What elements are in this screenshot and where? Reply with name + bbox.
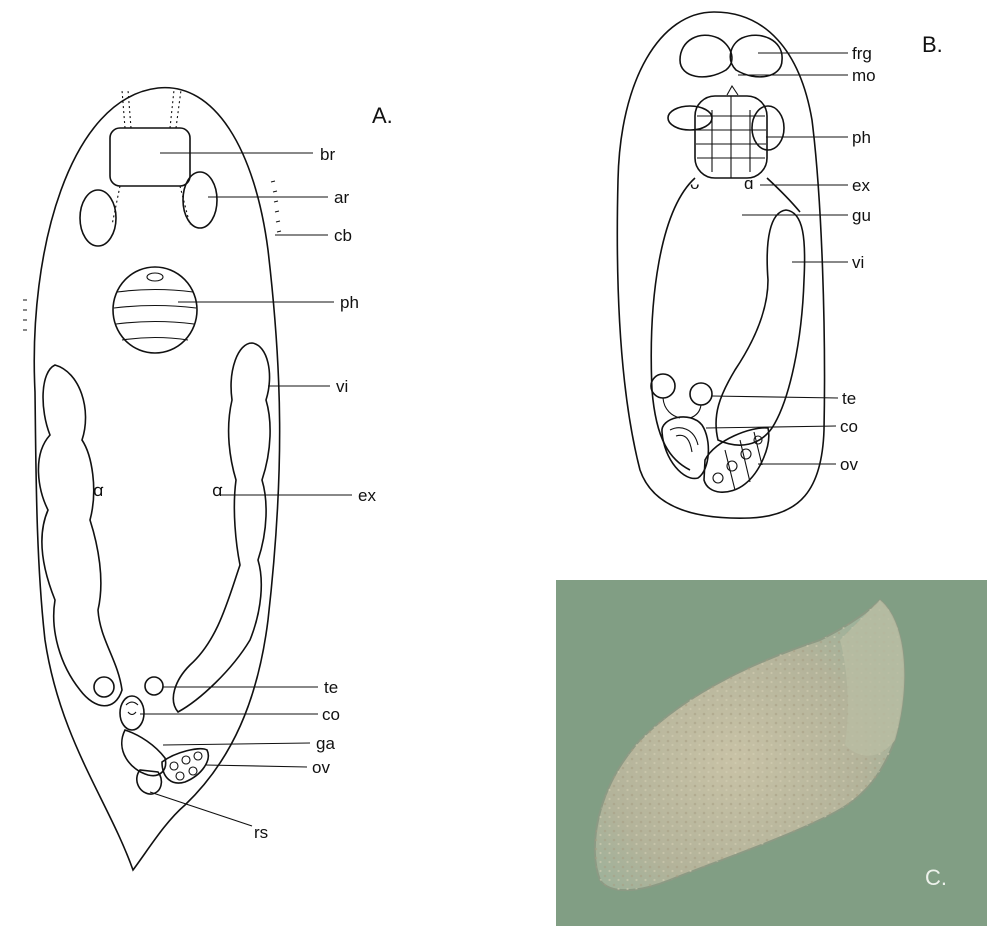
label-ov: ov <box>312 758 330 777</box>
panel-a-body-outline <box>34 88 279 870</box>
panel-a-excretory-pore-left: ꭤ <box>93 481 104 500</box>
label-ex-b: ex <box>852 176 870 195</box>
panel-c-label: C. <box>925 865 947 890</box>
label-frg: frg <box>852 44 872 63</box>
panel-b-mouth <box>727 86 738 95</box>
panel-a-vitellarium-right <box>173 343 270 712</box>
panel-a-adhesive-right <box>183 172 217 228</box>
panel-b-frontal-gland-right <box>730 35 782 77</box>
label-cb: cb <box>334 226 352 245</box>
label-mo: mo <box>852 66 876 85</box>
label-te: te <box>324 678 338 697</box>
label-co-b: co <box>840 417 858 436</box>
label-ph-b: ph <box>852 128 871 147</box>
panel-a-brain <box>110 128 190 186</box>
panel-a-testis-right <box>145 677 163 695</box>
panel-a-receptaculum <box>137 770 162 794</box>
panel-a-vitellarium-left <box>38 365 122 706</box>
label-br: br <box>320 145 335 164</box>
label-gu: gu <box>852 206 871 225</box>
panel-b-label: B. <box>922 32 943 57</box>
panel-a-adhesive-left <box>80 190 116 246</box>
panel-a-copulatory-stylet <box>126 702 138 715</box>
panel-b-vitellarium <box>716 210 805 445</box>
panel-b-ovary <box>704 428 769 492</box>
panel-b-vas-deferens <box>663 398 701 418</box>
label-rs: rs <box>254 823 268 842</box>
label-ex: ex <box>358 486 376 505</box>
label-ga: ga <box>316 734 335 753</box>
panel-a-nerve-strands <box>112 90 190 225</box>
label-ph: ph <box>340 293 359 312</box>
panel-a: ꭤ ꭤ A. <box>23 88 393 870</box>
panel-a-genital-atrium <box>122 730 166 776</box>
label-co: co <box>322 705 340 724</box>
panel-a-pharynx <box>113 267 197 353</box>
panel-a-excretory-pore-right: ꭤ <box>212 481 223 500</box>
label-ov-b: ov <box>840 455 858 474</box>
panel-b-pharynx-grid <box>696 96 766 178</box>
panel-c: C. <box>556 580 987 926</box>
panel-b-testis-left <box>651 374 675 398</box>
panel-b-excretory-pore-right: ɑ <box>744 174 753 193</box>
label-vi: vi <box>336 377 348 396</box>
panel-a-label: A. <box>372 103 393 128</box>
label-vi-b: vi <box>852 253 864 272</box>
panel-b-leaders <box>706 53 848 464</box>
label-ar: ar <box>334 188 349 207</box>
panel-b-pharynx-gland-left <box>668 106 712 130</box>
panel-b-frontal-gland-left <box>680 35 732 77</box>
panel-b-copulatory-organ <box>662 417 708 479</box>
panel-a-testis-left <box>94 677 114 697</box>
panel-b-excretory-pore-left: ᴗ <box>690 174 699 193</box>
panel-b-copulatory-stylet <box>670 428 698 452</box>
label-te-b: te <box>842 389 856 408</box>
panel-b-testis-right <box>690 383 712 405</box>
panel-a-leaders <box>140 153 352 826</box>
panel-b-gut <box>651 178 800 470</box>
panel-a-pharynx-bands <box>114 273 196 340</box>
panel-b-pharynx-gland-right <box>752 106 784 150</box>
panel-a-copulatory-organ <box>120 696 144 730</box>
panel-b: ᴗ ɑ B. frg <box>617 12 942 518</box>
panel-a-cilia <box>23 181 281 330</box>
